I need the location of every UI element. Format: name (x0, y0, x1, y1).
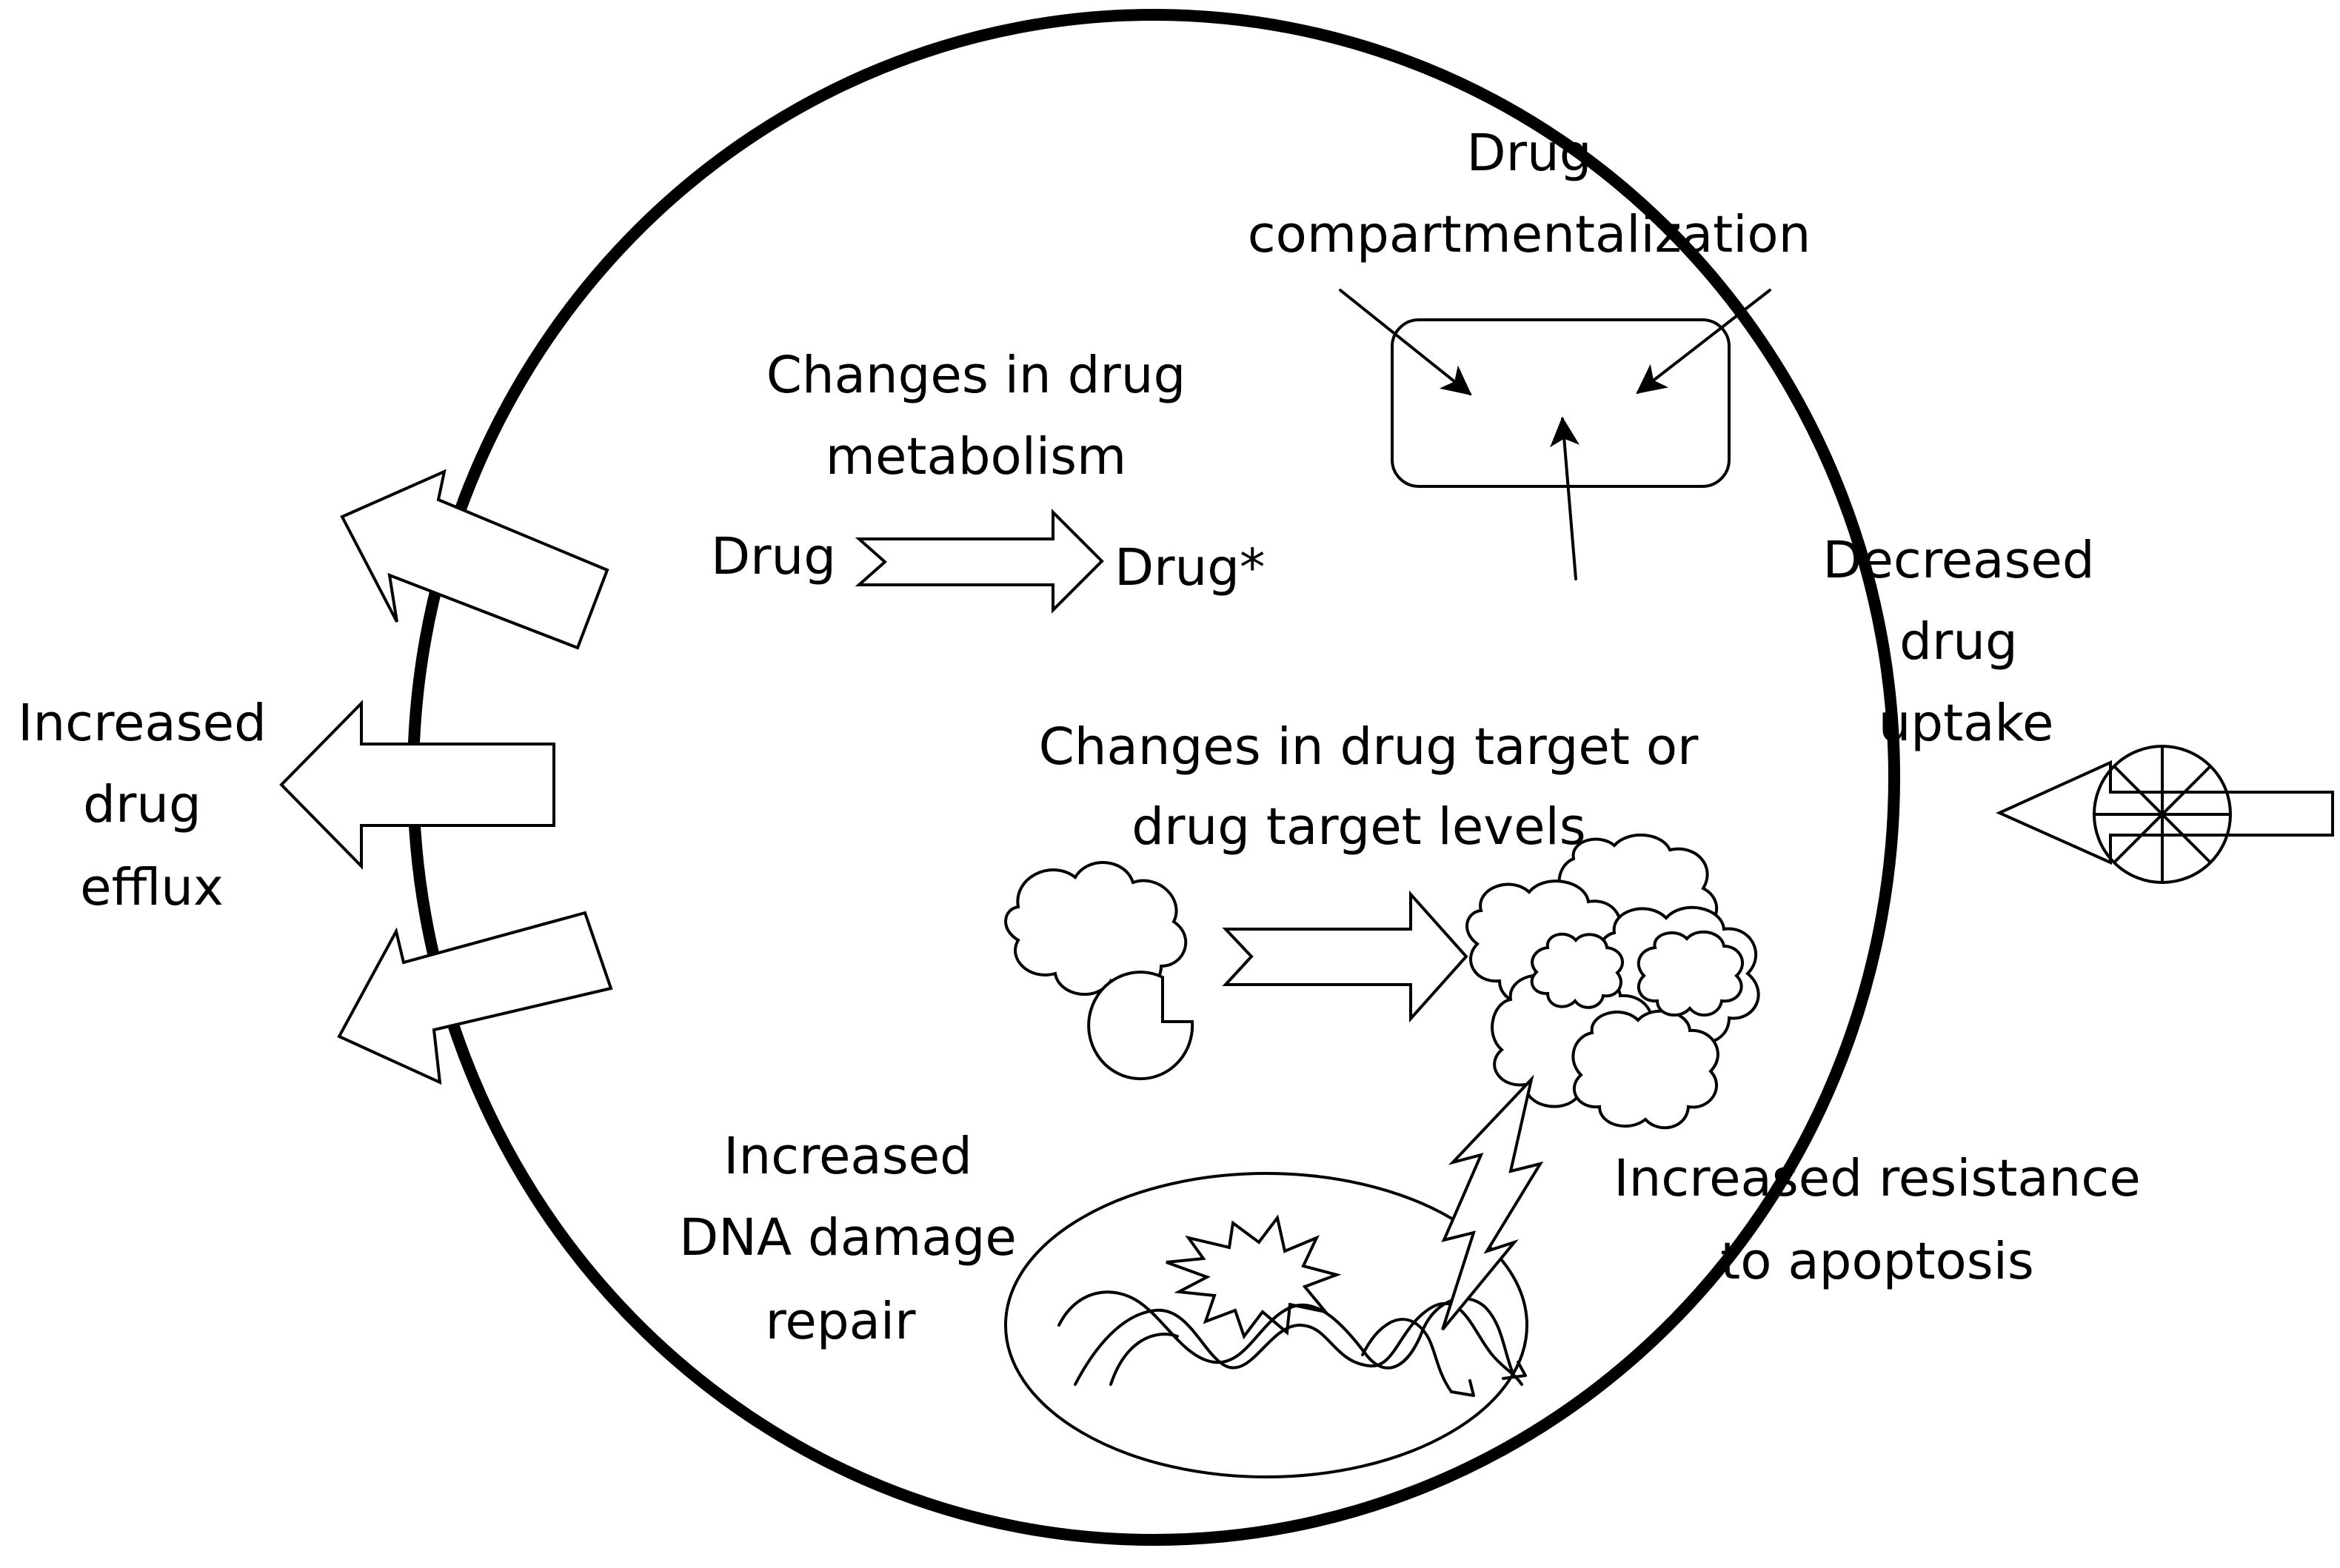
apoptosis-label-line1: Increased resistance (1614, 1149, 2141, 1208)
metabolism-group: Changes in drug metabolism Drug Drug* (711, 346, 1266, 614)
compartment-box (1391, 318, 1731, 488)
uptake-group: Decreased drug uptake (1822, 531, 2334, 884)
dna-repair-label-line2: DNA damage (679, 1208, 1017, 1267)
altered-target-cloud-cluster (1465, 833, 1760, 1130)
efflux-arrow-top (340, 469, 609, 650)
efflux-label-line3: efflux (80, 858, 224, 917)
drug-star-label: Drug* (1114, 538, 1266, 597)
efflux-label-line2: drug (83, 775, 201, 834)
efflux-arrow-bottom (337, 911, 613, 1085)
uptake-label-line2: drug (1899, 612, 2018, 671)
uptake-transporter (2093, 745, 2232, 884)
target-label-line1: Changes in drug target or (1039, 717, 1699, 777)
apoptosis-label-line2: to apoptosis (1720, 1232, 2034, 1291)
dna-repair-label-line1: Increased (723, 1127, 972, 1186)
dna-repair-label-line3: repair (766, 1292, 917, 1351)
target-group: Changes in drug target or drug target le… (1004, 717, 1760, 1130)
dna-repair-group: Increased DNA damage repair (679, 1127, 1528, 1478)
compartmentalization-group: Drug compartmentalization (1248, 124, 1811, 580)
drug-target-cloud (1004, 861, 1188, 996)
compartment-arrow-left (1339, 289, 1472, 396)
target-label-line2: drug target levels (1131, 797, 1585, 857)
compartment-arrow-bottom (1550, 416, 1580, 580)
pacman-inhibitor (1087, 971, 1194, 1081)
metabolism-arrow (855, 509, 1104, 614)
compartmentalization-label-line1: Drug (1466, 124, 1591, 183)
target-change-arrow (1222, 890, 1468, 1023)
uptake-label-line3: uptake (1879, 694, 2054, 753)
efflux-group: Increased drug efflux (18, 469, 613, 1085)
compartment-arrow-right (1636, 289, 1771, 395)
metabolism-label-line1: Changes in drug (766, 346, 1186, 405)
drug-label: Drug (711, 527, 836, 586)
efflux-label-line1: Increased (18, 694, 267, 753)
damage-burst (1166, 1214, 1342, 1340)
apoptosis-group: Increased resistance to apoptosis (1441, 1074, 2141, 1331)
nucleus (1004, 1172, 1528, 1478)
metabolism-label-line2: metabolism (826, 427, 1127, 486)
lightning-bolt (1441, 1074, 1544, 1331)
compartmentalization-label-line2: compartmentalization (1248, 205, 1811, 264)
dna-helix (1057, 1290, 1527, 1397)
efflux-arrow-middle (279, 700, 555, 870)
uptake-label-line1: Decreased (1822, 531, 2094, 590)
